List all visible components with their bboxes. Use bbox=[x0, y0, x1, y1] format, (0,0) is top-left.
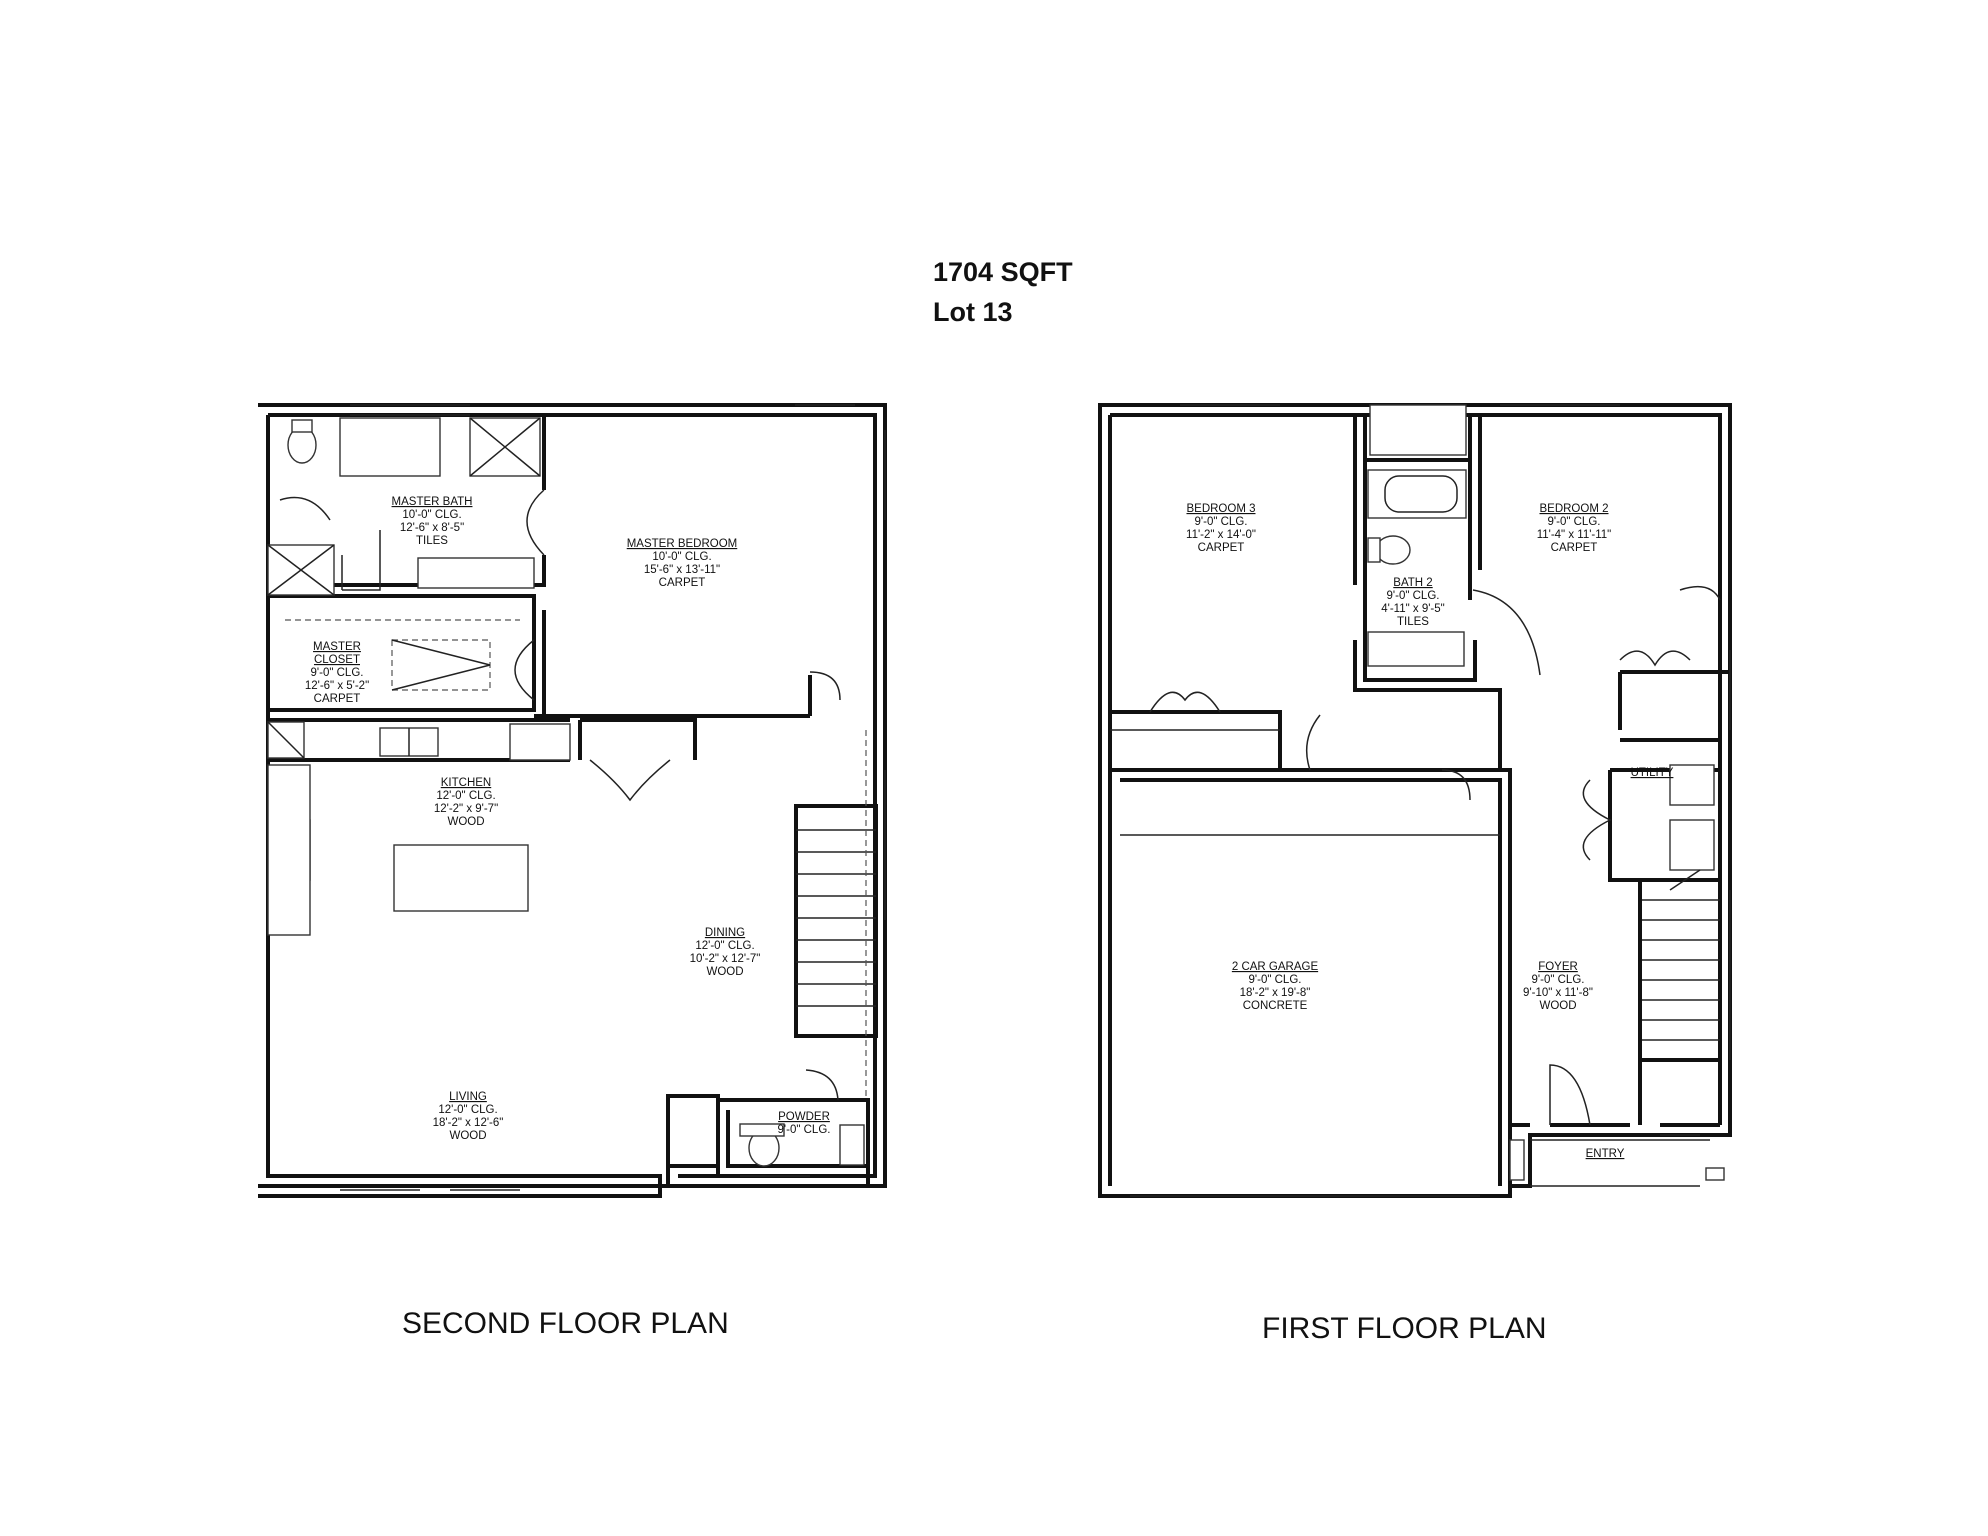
master-bath-wall bbox=[268, 415, 546, 587]
svg-text:ENTRY: ENTRY bbox=[1586, 1148, 1625, 1160]
svg-text:WOOD: WOOD bbox=[706, 966, 743, 978]
room-master-bedroom: MASTER BEDROOM 10'-0" CLG. 15'-6" x 13'-… bbox=[627, 538, 738, 589]
svg-text:BEDROOM 3: BEDROOM 3 bbox=[1186, 503, 1255, 515]
svg-text:TILES: TILES bbox=[416, 535, 448, 547]
svg-text:KITCHEN: KITCHEN bbox=[441, 777, 491, 789]
svg-text:9'-0" CLG.: 9'-0" CLG. bbox=[1387, 590, 1440, 602]
room-kitchen: KITCHEN 12'-0" CLG. 12'-2" x 9'-7" WOOD bbox=[434, 777, 498, 828]
room-utility: UTILITY bbox=[1631, 767, 1674, 779]
svg-text:10'-0" CLG.: 10'-0" CLG. bbox=[652, 551, 711, 563]
svg-text:CONCRETE: CONCRETE bbox=[1243, 1000, 1308, 1012]
second-floor-plan-title: SECOND FLOOR PLAN bbox=[402, 1307, 729, 1340]
svg-text:BATH 2: BATH 2 bbox=[1393, 577, 1432, 589]
svg-text:CARPET: CARPET bbox=[659, 577, 706, 589]
svg-text:9'-0" CLG.: 9'-0" CLG. bbox=[311, 667, 364, 679]
svg-text:9'-0" CLG.: 9'-0" CLG. bbox=[778, 1124, 831, 1136]
bedroom3-wall bbox=[1353, 415, 1502, 770]
room-living: LIVING 12'-0" CLG. 18'-2" x 12'-6" WOOD bbox=[433, 1091, 504, 1142]
room-bedroom-3: BEDROOM 3 9'-0" CLG. 11'-2" x 14'-0" CAR… bbox=[1186, 503, 1256, 554]
kitchen-island bbox=[393, 844, 529, 912]
svg-text:FOYER: FOYER bbox=[1538, 961, 1578, 973]
master-tub bbox=[339, 417, 441, 477]
svg-text:9'-0" CLG.: 9'-0" CLG. bbox=[1548, 516, 1601, 528]
svg-text:11'-2" x 14'-0": 11'-2" x 14'-0" bbox=[1186, 529, 1256, 541]
svg-text:9'-10" x 11'-8": 9'-10" x 11'-8" bbox=[1523, 987, 1593, 999]
first-floor-plan: BEDROOM 3 9'-0" CLG. 11'-2" x 14'-0" CAR… bbox=[1098, 403, 1732, 1198]
powder-room-wall bbox=[716, 1098, 870, 1186]
svg-text:WOOD: WOOD bbox=[1539, 1000, 1576, 1012]
svg-text:CARPET: CARPET bbox=[1198, 542, 1245, 554]
room-bath-2: BATH 2 9'-0" CLG. 4'-11" x 9'-5" TILES bbox=[1381, 577, 1444, 628]
svg-text:DINING: DINING bbox=[705, 927, 745, 939]
plan-header: 1704 SQFT Lot 13 bbox=[933, 252, 1073, 332]
room-entry: ENTRY bbox=[1586, 1148, 1625, 1160]
svg-text:MASTER BATH: MASTER BATH bbox=[392, 496, 473, 508]
svg-text:18'-2" x 12'-6": 18'-2" x 12'-6" bbox=[433, 1117, 504, 1129]
room-dining: DINING 12'-0" CLG. 10'-2" x 12'-7" WOOD bbox=[690, 927, 761, 978]
svg-text:12'-2" x 9'-7": 12'-2" x 9'-7" bbox=[434, 803, 498, 815]
garage-wall bbox=[1110, 768, 1512, 1186]
room-garage: 2 CAR GARAGE 9'-0" CLG. 18'-2" x 19'-8" … bbox=[1232, 961, 1319, 1012]
bath2-toilet bbox=[1375, 535, 1411, 565]
lot-label: Lot 13 bbox=[933, 297, 1013, 327]
svg-text:CARPET: CARPET bbox=[1551, 542, 1598, 554]
svg-text:CARPET: CARPET bbox=[314, 693, 361, 705]
second-floor-exterior-wall bbox=[258, 403, 887, 1188]
room-master-bath: MASTER BATH 10'-0" CLG. 12'-6" x 8'-5" T… bbox=[392, 496, 473, 547]
first-floor-plan-title: FIRST FLOOR PLAN bbox=[1262, 1312, 1547, 1345]
svg-text:12'-6" x 5'-2": 12'-6" x 5'-2" bbox=[305, 680, 369, 692]
svg-text:BEDROOM 2: BEDROOM 2 bbox=[1539, 503, 1608, 515]
svg-text:MASTER BEDROOM: MASTER BEDROOM bbox=[627, 538, 738, 550]
dryer bbox=[1669, 819, 1715, 871]
svg-text:10'-0" CLG.: 10'-0" CLG. bbox=[402, 509, 461, 521]
svg-text:18'-2" x 19'-8": 18'-2" x 19'-8" bbox=[1240, 987, 1311, 999]
master-vanity bbox=[417, 557, 535, 589]
svg-text:9'-0" CLG.: 9'-0" CLG. bbox=[1249, 974, 1302, 986]
room-foyer: FOYER 9'-0" CLG. 9'-10" x 11'-8" WOOD bbox=[1523, 961, 1593, 1012]
svg-text:12'-0" CLG.: 12'-0" CLG. bbox=[695, 940, 754, 952]
bedroom2-wall bbox=[1478, 415, 1730, 742]
room-bedroom-2: BEDROOM 2 9'-0" CLG. 11'-4" x 11'-11" CA… bbox=[1537, 503, 1612, 554]
svg-text:9'-0" CLG.: 9'-0" CLG. bbox=[1532, 974, 1585, 986]
svg-text:LIVING: LIVING bbox=[449, 1091, 487, 1103]
bath2-tub bbox=[1367, 469, 1467, 519]
second-floor-stairs bbox=[794, 804, 878, 1038]
svg-text:12'-6" x 8'-5": 12'-6" x 8'-5" bbox=[400, 522, 464, 534]
svg-text:POWDER: POWDER bbox=[778, 1111, 830, 1123]
svg-text:UTILITY: UTILITY bbox=[1631, 767, 1674, 779]
svg-text:12'-0" CLG.: 12'-0" CLG. bbox=[436, 790, 495, 802]
svg-text:2 CAR GARAGE: 2 CAR GARAGE bbox=[1232, 961, 1319, 973]
svg-text:11'-4" x 11'-11": 11'-4" x 11'-11" bbox=[1537, 529, 1612, 541]
svg-text:9'-0" CLG.: 9'-0" CLG. bbox=[1195, 516, 1248, 528]
svg-text:TILES: TILES bbox=[1397, 616, 1429, 628]
washer bbox=[1669, 764, 1715, 806]
svg-text:WOOD: WOOD bbox=[449, 1130, 486, 1142]
master-bedroom-wall bbox=[534, 610, 812, 718]
svg-text:CLOSET: CLOSET bbox=[314, 654, 360, 666]
bath2-wall bbox=[1363, 415, 1477, 682]
svg-text:15'-6" x 13'-11": 15'-6" x 13'-11" bbox=[644, 564, 720, 576]
sqft-label: 1704 SQFT bbox=[933, 257, 1073, 287]
room-powder: POWDER 9'-0" CLG. bbox=[778, 1111, 831, 1136]
first-floor-stairs bbox=[1638, 878, 1722, 1062]
second-floor-plan: MASTER BATH 10'-0" CLG. 12'-6" x 8'-5" T… bbox=[258, 403, 887, 1198]
svg-text:10'-2" x 12'-7": 10'-2" x 12'-7" bbox=[690, 953, 761, 965]
svg-text:WOOD: WOOD bbox=[447, 816, 484, 828]
svg-text:12'-0" CLG.: 12'-0" CLG. bbox=[438, 1104, 497, 1116]
room-master-closet: MASTER CLOSET 9'-0" CLG. 12'-6" x 5'-2" … bbox=[305, 641, 369, 705]
svg-text:4'-11" x 9'-5": 4'-11" x 9'-5" bbox=[1381, 603, 1444, 615]
svg-text:MASTER: MASTER bbox=[313, 641, 361, 653]
